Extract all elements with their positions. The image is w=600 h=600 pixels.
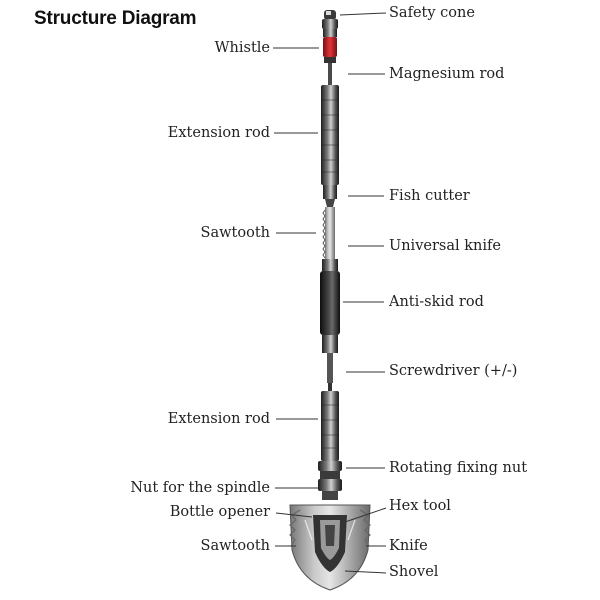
diagram-title: Structure Diagram bbox=[34, 8, 197, 29]
shovel-blade-part bbox=[289, 504, 371, 591]
leader-shovel bbox=[344, 570, 387, 574]
lower-extension-rod-part bbox=[321, 391, 339, 461]
anti-skid-rod-part bbox=[320, 259, 340, 353]
leader-lines bbox=[273, 12, 387, 574]
screwdriver-part bbox=[327, 353, 333, 391]
label-hex-tool: Hex tool bbox=[389, 498, 451, 514]
label-rotating-fixing-nut: Rotating fixing nut bbox=[389, 460, 528, 476]
leader-safety-cone bbox=[339, 12, 387, 16]
label-extension-rod-lower: Extension rod bbox=[167, 411, 270, 427]
label-anti-skid-rod: Anti-skid rod bbox=[389, 294, 484, 310]
label-shovel: Shovel bbox=[389, 564, 439, 580]
nut-assembly-part bbox=[318, 461, 342, 500]
sawtooth-knife-part bbox=[322, 207, 335, 259]
label-nut-for-spindle: Nut for the spindle bbox=[130, 480, 270, 496]
label-sawtooth-lower: Sawtooth bbox=[200, 538, 270, 554]
label-safety-cone: Safety cone bbox=[389, 5, 475, 21]
label-knife: Knife bbox=[389, 538, 428, 554]
label-universal-knife: Universal knife bbox=[389, 238, 501, 254]
label-sawtooth-upper: Sawtooth bbox=[200, 225, 270, 241]
label-extension-rod-upper: Extension rod bbox=[167, 125, 270, 141]
whistle-part bbox=[323, 29, 337, 63]
label-fish-cutter: Fish cutter bbox=[389, 188, 470, 204]
label-bottle-opener: Bottle opener bbox=[169, 504, 270, 520]
label-screwdriver: Screwdriver (+/-) bbox=[389, 363, 518, 379]
fish-cutter-part bbox=[323, 185, 337, 207]
safety-cone-part bbox=[322, 10, 338, 29]
label-whistle: Whistle bbox=[214, 40, 270, 56]
magnesium-rod-part bbox=[328, 63, 332, 85]
leader-bottle-opener bbox=[275, 512, 313, 518]
label-magnesium-rod: Magnesium rod bbox=[389, 66, 505, 82]
leader-hex-tool bbox=[344, 507, 387, 523]
upper-extension-rod-part bbox=[321, 85, 339, 185]
